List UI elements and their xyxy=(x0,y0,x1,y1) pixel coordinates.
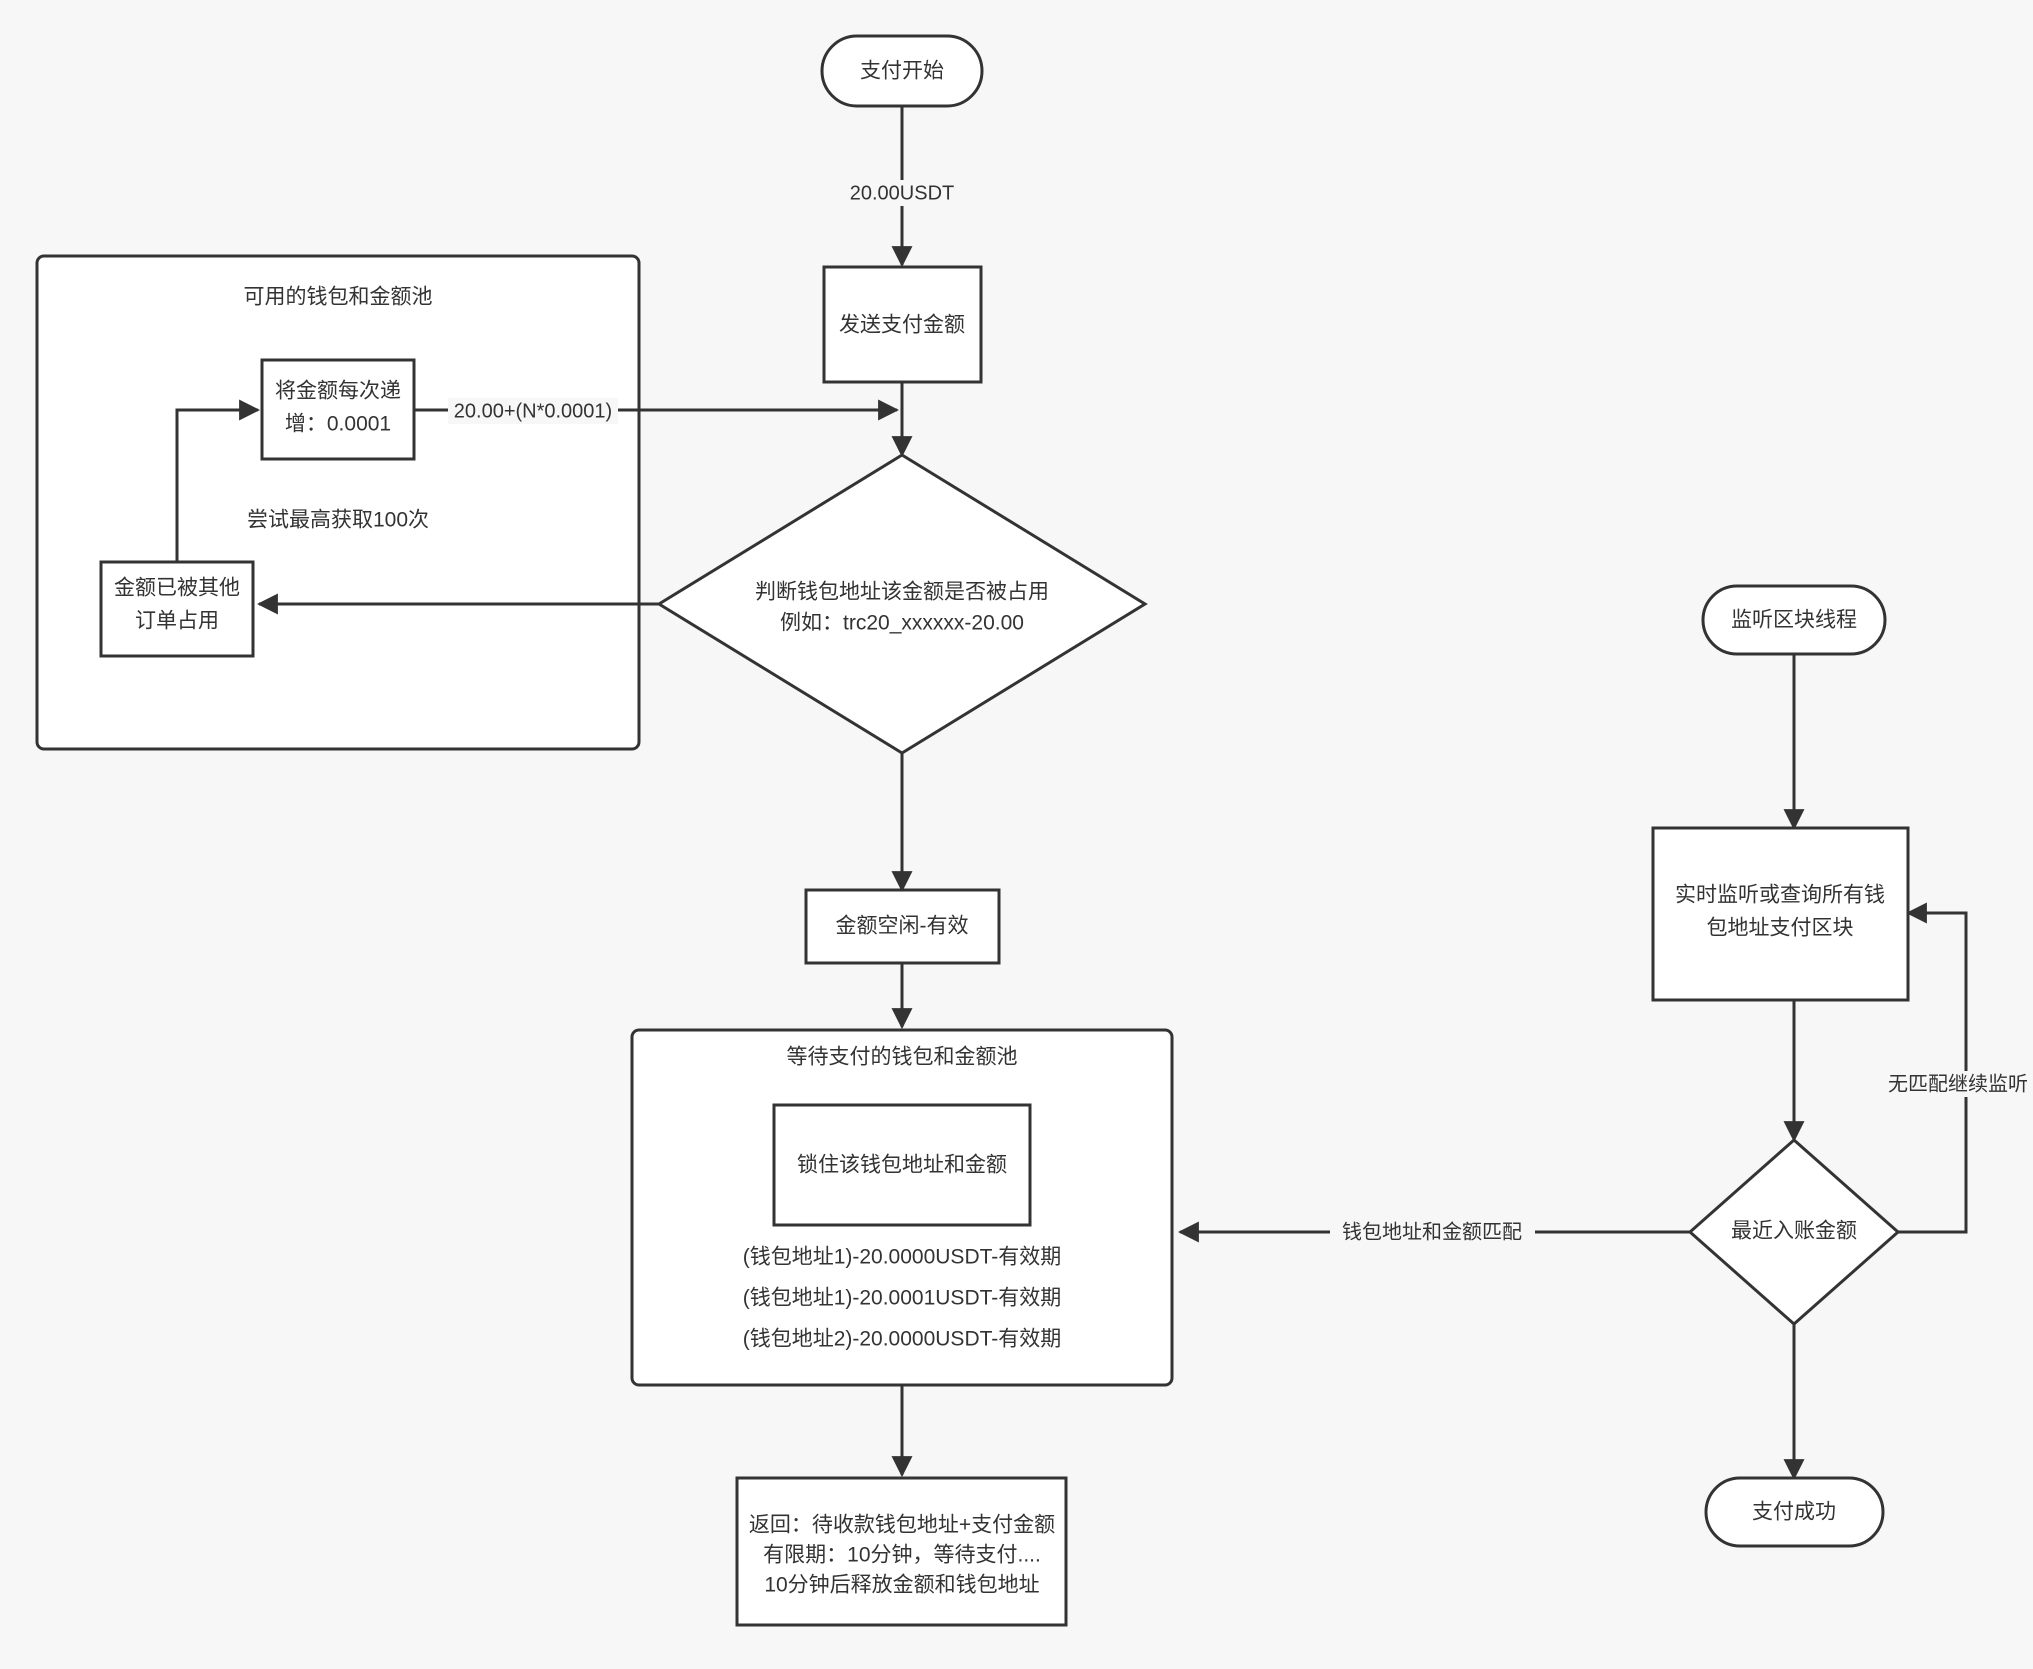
node-increment[interactable]: 将金额每次递 增：0.0001 xyxy=(260,358,416,461)
node-send-amount[interactable]: 发送支付金额 xyxy=(822,265,983,384)
node-monitor-blocks-label-line2: 包地址支付区块 xyxy=(1707,917,1854,940)
cluster-available-pool: 可用的钱包和金额池 尝试最高获取100次 xyxy=(35,254,641,751)
node-decision-occupied-label-line2: 例如：trc20_xxxxxx-20.00 xyxy=(780,612,1024,635)
cluster-available-pool-title: 可用的钱包和金额池 xyxy=(244,286,433,309)
edge-label-increment-to-decision-bg xyxy=(448,398,618,424)
node-amount-occupied-label-line1: 金额已被其他 xyxy=(114,577,240,600)
node-pay-success[interactable]: 支付成功 xyxy=(1704,1476,1885,1548)
node-lock-wallet-shape[interactable] xyxy=(772,1103,1032,1227)
node-start-label: 支付开始 xyxy=(860,60,944,83)
node-decision-occupied[interactable]: 判断钱包地址该金额是否被占用 例如：trc20_xxxxxx-20.00 xyxy=(656,453,1148,755)
waiting-pool-entry-2: (钱包地址1)-20.0001USDT-有效期 xyxy=(743,1287,1062,1310)
edge-label-match: 钱包地址和金额匹配 xyxy=(1330,1219,1535,1245)
node-amount-free-label: 金额空闲-有效 xyxy=(836,915,969,938)
edge-label-start-to-send: 20.00USDT xyxy=(843,180,961,206)
edge-label-start-to-send-text: 20.00USDT xyxy=(850,182,955,204)
waiting-pool-entry-3: (钱包地址2)-20.0000USDT-有效期 xyxy=(743,1328,1062,1351)
cluster-available-pool-box xyxy=(35,254,641,751)
edge-label-no-match-loop: 无匹配继续监听 xyxy=(1884,1071,2033,1097)
node-listen-thread-shape[interactable] xyxy=(1701,584,1887,656)
node-amount-free[interactable]: 金额空闲-有效 xyxy=(804,888,1001,965)
cluster-available-pool-note: 尝试最高获取100次 xyxy=(247,509,429,532)
node-monitor-blocks-shape[interactable] xyxy=(1651,826,1910,1002)
edge-label-increment-to-decision-text: 20.00+(N*0.0001) xyxy=(454,400,612,422)
edge-label-no-match-loop-bg xyxy=(1884,1071,2033,1097)
node-decision-recent-amount-label: 最近入账金额 xyxy=(1731,1220,1857,1243)
node-decision-occupied-shape[interactable] xyxy=(656,453,1148,755)
waiting-pool-entry-1: (钱包地址1)-20.0000USDT-有效期 xyxy=(743,1246,1062,1269)
node-increment-label-line2: 增：0.0001 xyxy=(285,413,391,436)
node-monitor-blocks-label-line1: 实时监听或查询所有钱 xyxy=(1675,884,1885,907)
node-lock-wallet-label: 锁住该钱包地址和金额 xyxy=(797,1154,1007,1177)
node-start[interactable]: 支付开始 xyxy=(820,34,984,108)
node-increment-label-line1: 将金额每次递 xyxy=(275,380,401,403)
node-decision-recent-amount-shape[interactable] xyxy=(1687,1137,1901,1327)
edge-label-match-text: 钱包地址和金额匹配 xyxy=(1342,1220,1522,1243)
node-amount-occupied-label-line2: 订单占用 xyxy=(135,610,219,633)
node-decision-recent-amount[interactable]: 最近入账金额 xyxy=(1687,1137,1901,1327)
node-return-info-shape[interactable] xyxy=(735,1476,1068,1627)
node-amount-free-shape[interactable] xyxy=(804,888,1001,965)
node-listen-thread-label: 监听区块线程 xyxy=(1731,609,1857,632)
node-return-info[interactable]: 返回：待收款钱包地址+支付金额 有限期：10分钟，等待支付.... 10分钟后释… xyxy=(735,1476,1068,1627)
node-send-amount-shape[interactable] xyxy=(822,265,983,384)
node-send-amount-label: 发送支付金额 xyxy=(839,314,965,337)
node-start-shape[interactable] xyxy=(820,34,984,108)
node-pay-success-label: 支付成功 xyxy=(1752,1501,1836,1524)
node-increment-shape[interactable] xyxy=(260,358,416,461)
edge-label-no-match-loop-text: 无匹配继续监听 xyxy=(1888,1072,2028,1095)
edge-label-increment-to-decision: 20.00+(N*0.0001) xyxy=(448,398,618,424)
node-lock-wallet[interactable]: 锁住该钱包地址和金额 xyxy=(772,1103,1032,1227)
cluster-waiting-pool-title: 等待支付的钱包和金额池 xyxy=(787,1046,1018,1069)
edge-label-match-bg xyxy=(1330,1219,1535,1245)
node-pay-success-shape[interactable] xyxy=(1704,1476,1885,1548)
node-amount-occupied[interactable]: 金额已被其他 订单占用 xyxy=(99,560,255,658)
edge-label-start-to-send-bg xyxy=(843,180,961,206)
node-listen-thread[interactable]: 监听区块线程 xyxy=(1701,584,1887,656)
node-decision-occupied-label-line1: 判断钱包地址该金额是否被占用 xyxy=(755,581,1049,604)
node-return-info-line2: 有限期：10分钟，等待支付.... xyxy=(763,1544,1041,1567)
edge-occupied-to-increment xyxy=(175,399,261,562)
node-return-info-line3: 10分钟后释放金额和钱包地址 xyxy=(764,1574,1039,1597)
node-return-info-line1: 返回：待收款钱包地址+支付金额 xyxy=(749,1514,1055,1537)
node-amount-occupied-shape[interactable] xyxy=(99,560,255,658)
node-monitor-blocks[interactable]: 实时监听或查询所有钱 包地址支付区块 xyxy=(1651,826,1910,1002)
